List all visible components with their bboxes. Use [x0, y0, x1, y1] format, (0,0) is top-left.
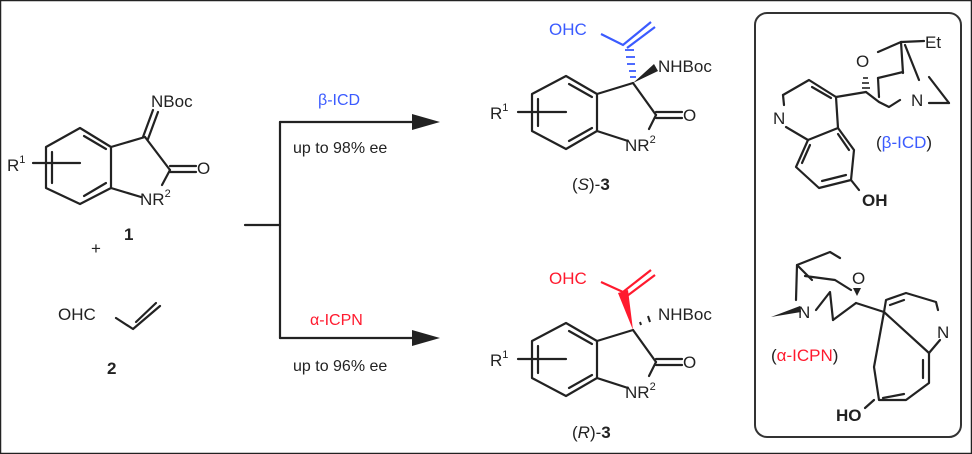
- svg-text:(α-ICPN): (α-ICPN): [771, 346, 838, 365]
- top-ee-label: up to 98% ee: [293, 140, 387, 157]
- svg-text:NHBoc: NHBoc: [658, 305, 712, 324]
- svg-text:OHC: OHC: [549, 269, 587, 288]
- svg-text:R1: R1: [490, 349, 508, 370]
- bottom-catalyst-label: α-ICPN: [310, 312, 363, 329]
- plus-sign: +: [91, 239, 101, 258]
- svg-text:NR2: NR2: [140, 188, 171, 209]
- product-s-3: OHC NHBoc O NR2 R1 (S)-3: [490, 20, 712, 194]
- branching-arrows: [243, 114, 440, 346]
- reactant-2-acrolein: OHC 2: [58, 301, 162, 378]
- svg-text:(β-ICD): (β-ICD): [876, 133, 932, 152]
- svg-text:O: O: [852, 269, 865, 288]
- svg-text:OHC: OHC: [549, 20, 587, 39]
- product-r-3: OHC NHBoc O NR2 R1 (R)-3: [490, 269, 712, 442]
- reactant-1-isatin-imine: NBoc O NR2 R1 1: [7, 92, 210, 244]
- svg-text:NBoc: NBoc: [151, 92, 193, 111]
- svg-text:O: O: [197, 159, 210, 178]
- bottom-ee-label: up to 96% ee: [293, 358, 387, 375]
- top-catalyst-label: β-ICD: [318, 92, 360, 109]
- catalyst-alpha-icpn: N O N HO (α-ICPN): [771, 250, 949, 425]
- svg-text:N: N: [937, 323, 949, 342]
- svg-text:NHBoc: NHBoc: [658, 57, 712, 76]
- svg-text:O: O: [683, 353, 696, 372]
- svg-text:R1: R1: [490, 102, 508, 123]
- svg-text:O: O: [683, 106, 696, 125]
- svg-text:OH: OH: [862, 191, 888, 210]
- svg-text:OHC: OHC: [58, 305, 96, 324]
- svg-text:O: O: [856, 52, 869, 71]
- catalyst-box: [754, 12, 962, 438]
- svg-text:NR2: NR2: [625, 134, 656, 155]
- svg-text:R1: R1: [7, 154, 25, 175]
- svg-text:N: N: [911, 91, 923, 110]
- compound-label-s-3: (S)-3: [572, 175, 610, 194]
- compound-label-1: 1: [124, 225, 133, 244]
- svg-text:NR2: NR2: [625, 381, 656, 402]
- svg-text:N: N: [773, 109, 785, 128]
- svg-text:HO: HO: [836, 406, 862, 425]
- svg-text:Et: Et: [925, 33, 941, 52]
- svg-text:N: N: [798, 303, 810, 322]
- catalyst-beta-icd: Et O N N OH (β-ICD): [773, 33, 951, 210]
- compound-label-r-3: (R)-3: [572, 423, 611, 442]
- compound-label-2: 2: [107, 359, 116, 378]
